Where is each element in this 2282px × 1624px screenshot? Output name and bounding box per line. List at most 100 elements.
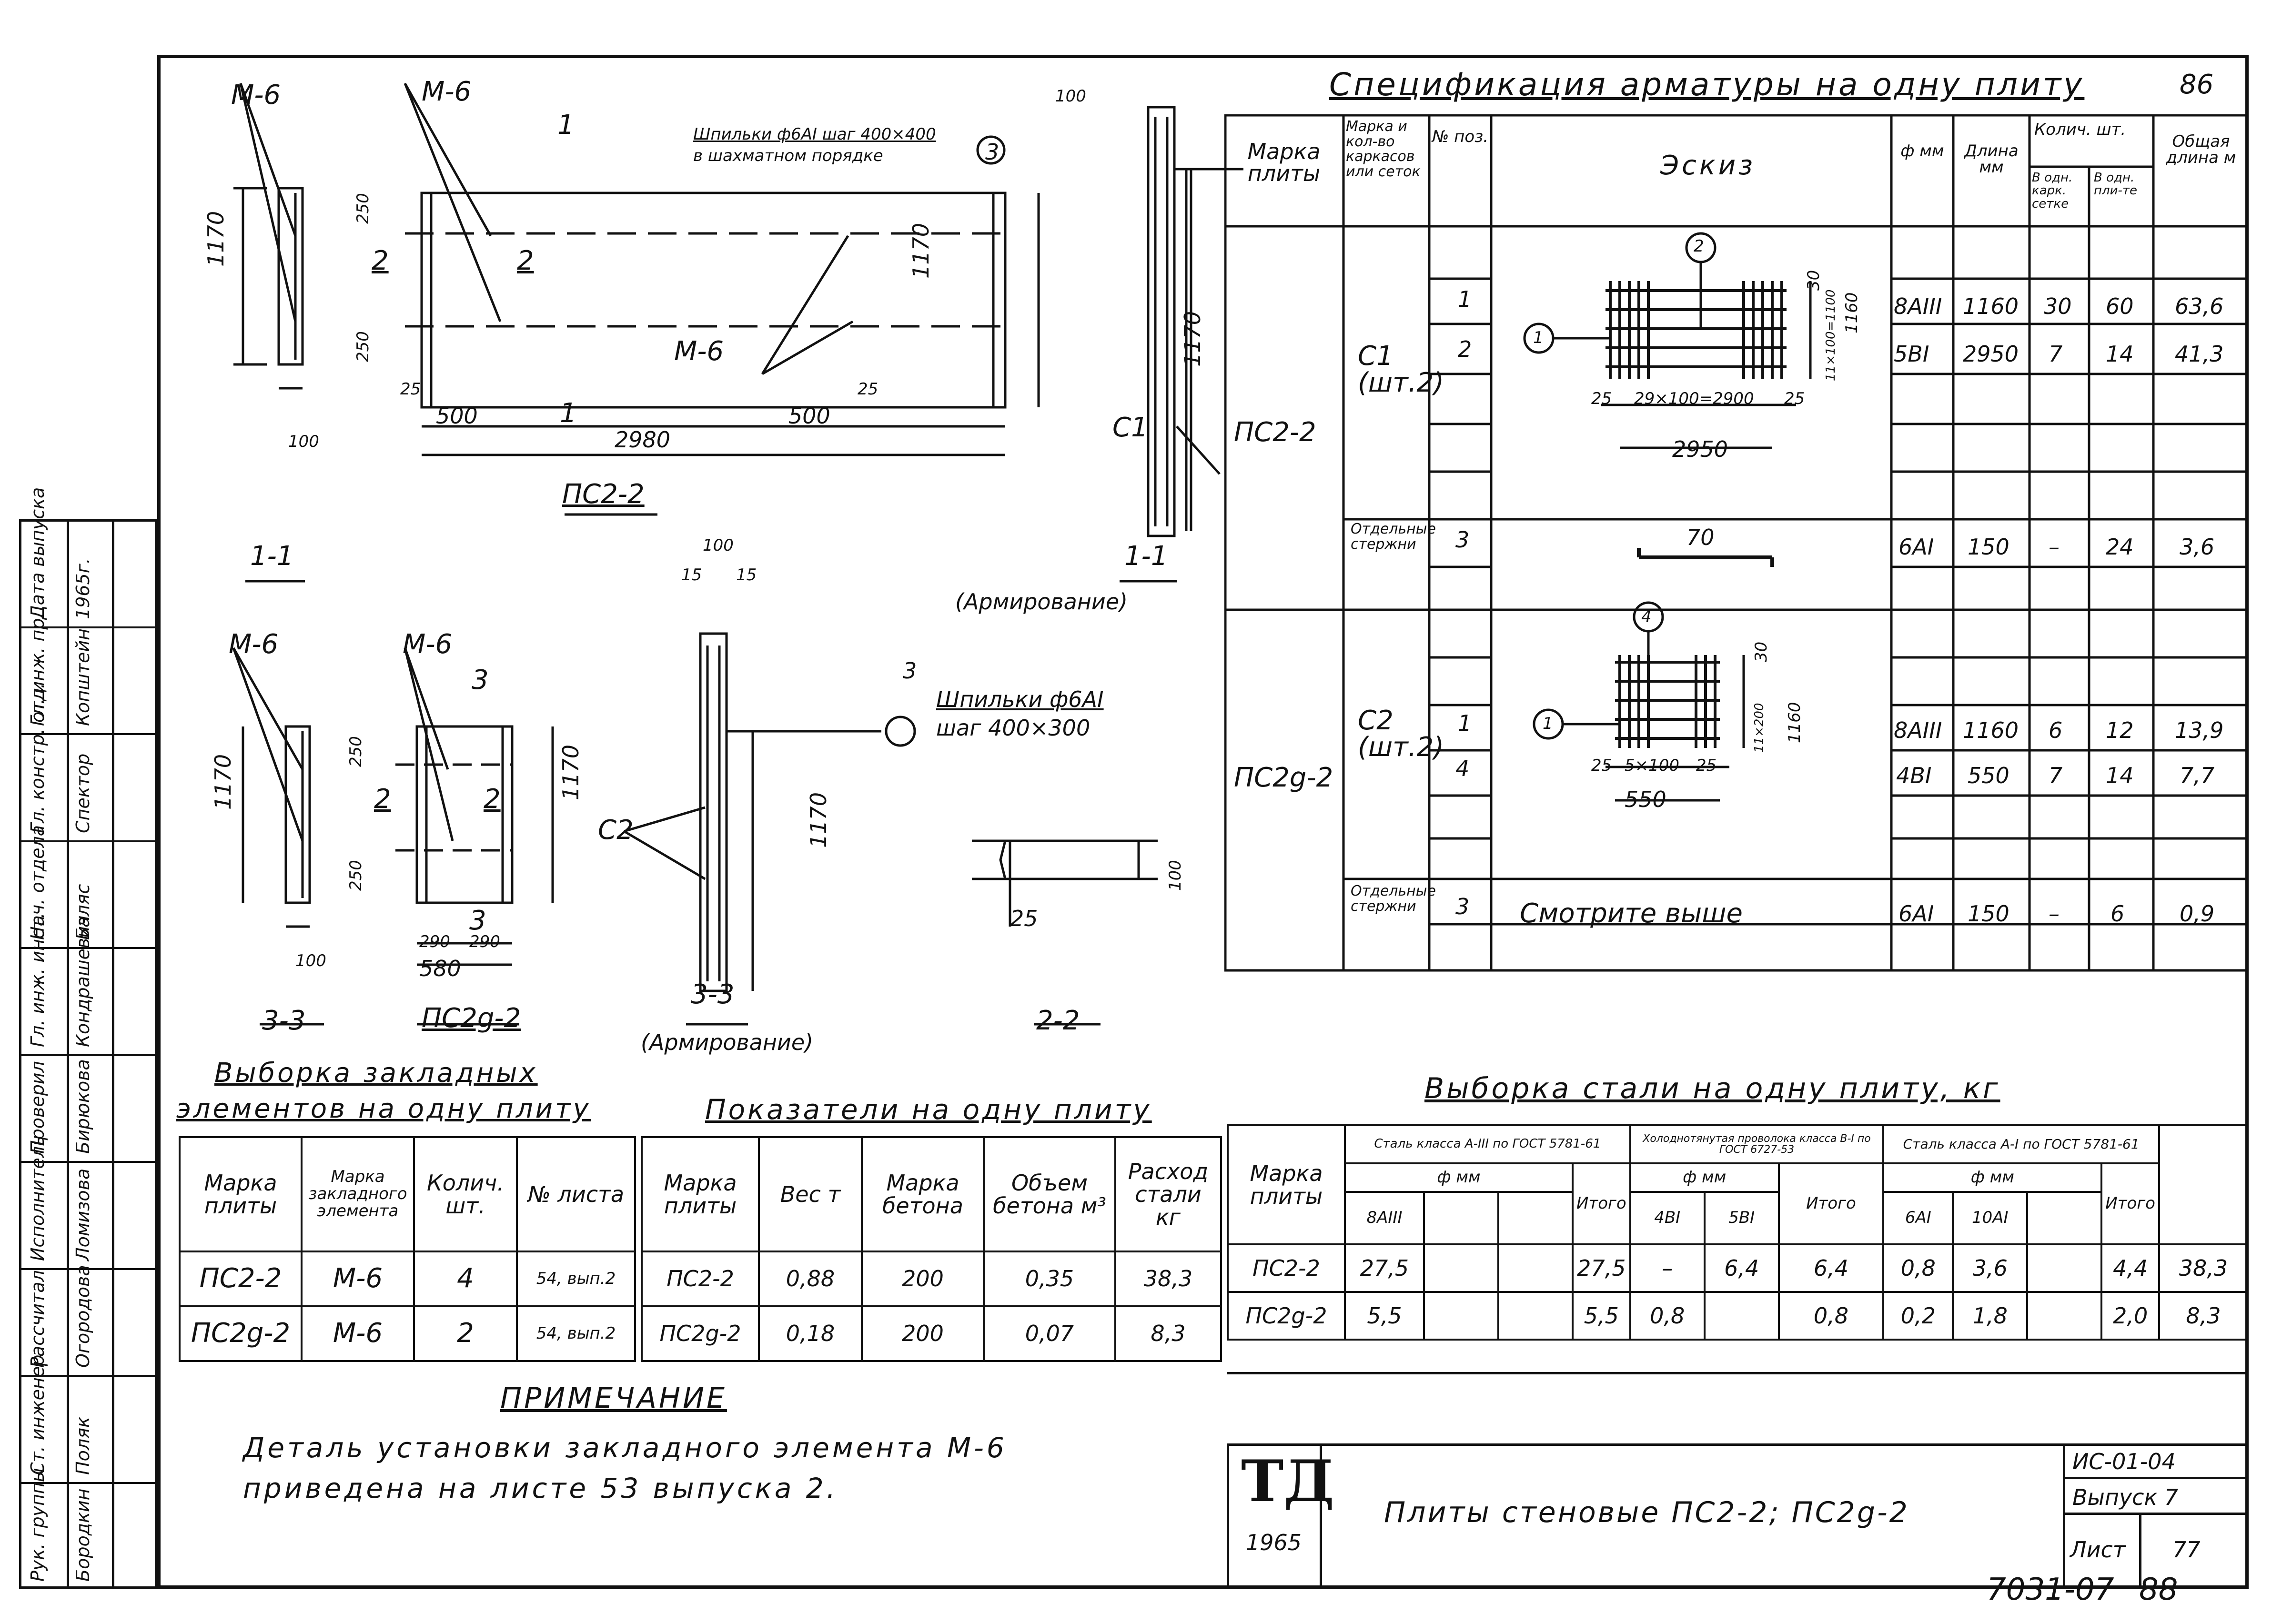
- spec-ps22-d2: 5ВI: [1894, 341, 1929, 367]
- label-shpilki-top: Шпильки ф6АI шаг 400×400: [693, 125, 936, 144]
- label-ps22: ПС2-2: [562, 479, 645, 510]
- title-block-name: Плиты стеновые ПС2-2; ПС2g-2: [1384, 1496, 1909, 1529]
- steel-phi-1: ф мм: [1344, 1162, 1574, 1193]
- stamp-name: Огородова: [72, 1265, 93, 1368]
- spec-ps22-d1: 8АIII: [1894, 293, 1942, 319]
- spec-ps2g2-total3: 0,9: [2180, 901, 2215, 927]
- steel-h-grp2: Холоднотянутая проволока класса В-I по Г…: [1629, 1124, 1885, 1164]
- spec-ps2g2-q2-3: 6: [2110, 901, 2125, 927]
- cut-mark-1-top: 1: [557, 110, 575, 141]
- embedded-cell: ПС2-2: [179, 1251, 303, 1307]
- spec-ps22-pos1: 1: [1458, 286, 1472, 312]
- cut-mark-3-bottom: 3: [469, 905, 486, 936]
- steel-col-6ai: 6АI: [1882, 1191, 1954, 1245]
- table-row: ПС2g-2 М-6 2 54, вып.2: [179, 1305, 636, 1362]
- embedded-cell: 54, вып.2: [516, 1251, 636, 1307]
- section-3-3-reinforcement: [699, 632, 728, 992]
- steel-col-5bi: 5ВI: [1703, 1191, 1780, 1245]
- section-mark-2c: 2: [374, 784, 391, 815]
- sketch2-25b: 25: [1696, 756, 1717, 775]
- steel-cell: [2026, 1291, 2103, 1341]
- dim-100-a: 100: [288, 432, 319, 451]
- steel-cell: 0,8: [1882, 1243, 1954, 1293]
- divider: [19, 840, 157, 842]
- section-label-1-1: 1-1: [250, 541, 294, 572]
- stamp-name: 1965г.: [72, 557, 93, 619]
- stamp-name: Поляк: [72, 1416, 93, 1475]
- side-view-ps22: [277, 187, 304, 366]
- divider: [19, 519, 157, 521]
- sketch1-25b: 25: [1784, 389, 1805, 408]
- steel-title: Выборка стали на одну плиту, кг: [1424, 1072, 2000, 1105]
- stamp-role: Ст. инженер: [27, 1354, 48, 1475]
- stamp-role: Нач. отдела: [27, 825, 48, 940]
- dim-1170-b: 1170: [908, 222, 934, 279]
- spec-ps22-len1: 1160: [1963, 293, 2019, 319]
- spec-see-above: Смотрите выше: [1520, 898, 1743, 929]
- cut-mark-3-top: 3: [472, 665, 489, 696]
- steel-cell: ПС2g-2: [1227, 1291, 1346, 1341]
- sheet-number-top: 86: [2180, 69, 2214, 100]
- spec-ps22-q2-2: 14: [2106, 341, 2134, 367]
- steel-cell: [2026, 1243, 2103, 1293]
- dim-100-e: 100: [1166, 860, 1185, 891]
- steel-col-itogo2: Итого: [1777, 1162, 1885, 1245]
- table-row: ПС2-2 27,5 27,5 – 6,4 6,4 0,8 3,6 4,4 38…: [1227, 1243, 2249, 1293]
- sketch2-v30: 30: [1752, 641, 1771, 662]
- steel-col-8aiii: 8АIII: [1344, 1191, 1425, 1245]
- dim-100-d: 100: [703, 536, 734, 555]
- circle-3-top: 3: [985, 139, 1000, 165]
- indicators-h-steel: Расход стали кг: [1114, 1136, 1222, 1252]
- dim-25-2-2: 25: [1010, 906, 1038, 931]
- dim-15-a: 15: [681, 565, 702, 585]
- sketch2-v: 11×200: [1752, 703, 1767, 753]
- indicators-cell: 0,88: [758, 1251, 863, 1307]
- embedded-title-2: элементов на одну плиту: [176, 1093, 591, 1124]
- spec-ps2g2-d3: 6АI: [1898, 901, 1934, 927]
- dim-1170-f: 1170: [806, 792, 831, 848]
- sketch2-25a: 25: [1591, 756, 1612, 775]
- sketch2-circle4: 4: [1641, 607, 1652, 626]
- sketch1-dim: 29×100=2900: [1634, 389, 1754, 408]
- spec-h-carcass: Марка и кол-во каркасов или сеток: [1346, 118, 1421, 180]
- steel-cell: [1423, 1243, 1499, 1293]
- sketch1-v: 11×100=1100: [1824, 289, 1838, 381]
- divider: [19, 1482, 157, 1484]
- spec-table-grid: [1224, 114, 2249, 972]
- stamp-name: Баляс: [72, 884, 93, 940]
- dim-1170-c: 1170: [1180, 311, 1205, 367]
- section-mark-2d: 2: [484, 784, 501, 815]
- spec-h-phi: ф мм: [1900, 141, 1944, 161]
- label-m6-a: М-6: [231, 80, 281, 111]
- steel-cell: 27,5: [1572, 1243, 1631, 1293]
- bottom-number: 88: [2139, 1572, 2178, 1607]
- steel-cell: 5,5: [1344, 1291, 1425, 1341]
- stamp-role: Проверил: [27, 1061, 48, 1154]
- indicators-table: Марка плиты Вес т Марка бетона Объем бет…: [641, 1136, 1222, 1362]
- title-block-sheet-number: 77: [2172, 1537, 2201, 1563]
- spec-h-qty: Колич. шт.: [2034, 120, 2126, 139]
- indicators-cell: 0,07: [983, 1305, 1116, 1362]
- sketch2-dim: 5×100: [1625, 756, 1680, 775]
- spec-h-len: Длина мм: [1964, 141, 2019, 177]
- steel-h-grp3: Сталь класса А-I по ГОСТ 5781-61: [1882, 1124, 2160, 1164]
- spec-ps2g2-q2-1: 12: [2106, 717, 2134, 743]
- dim-15-b: 15: [736, 565, 757, 585]
- indicators-cell: ПС2-2: [641, 1251, 760, 1307]
- plan-ps22: [420, 192, 1007, 409]
- indicators-cell: 200: [861, 1305, 985, 1362]
- steel-cell: 5,5: [1572, 1291, 1631, 1341]
- steel-col-itogo3: Итого: [2100, 1162, 2160, 1245]
- spec-group-separate-1: Отдельные стержни: [1351, 521, 1436, 553]
- spec-h-qty-sub1: В одн. карк. сетке: [2032, 171, 2073, 211]
- steel-cell: 0,2: [1882, 1291, 1954, 1341]
- steel-cell: [1423, 1291, 1499, 1341]
- steel-table: Марка плиты Сталь класса А-III по ГОСТ 5…: [1227, 1124, 2249, 1341]
- indicators-cell: 0,18: [758, 1305, 863, 1362]
- label-shpilki-mid: Шпильки ф6АI: [936, 686, 1104, 712]
- title-block: [1227, 1443, 2249, 1589]
- steel-cell: 0,8: [1777, 1291, 1885, 1341]
- embedded-title-1: Выборка закладных: [214, 1058, 538, 1089]
- spec-h-sketch: Эскиз: [1660, 150, 1756, 181]
- label-shpilki-mid2: шаг 400×300: [936, 715, 1091, 741]
